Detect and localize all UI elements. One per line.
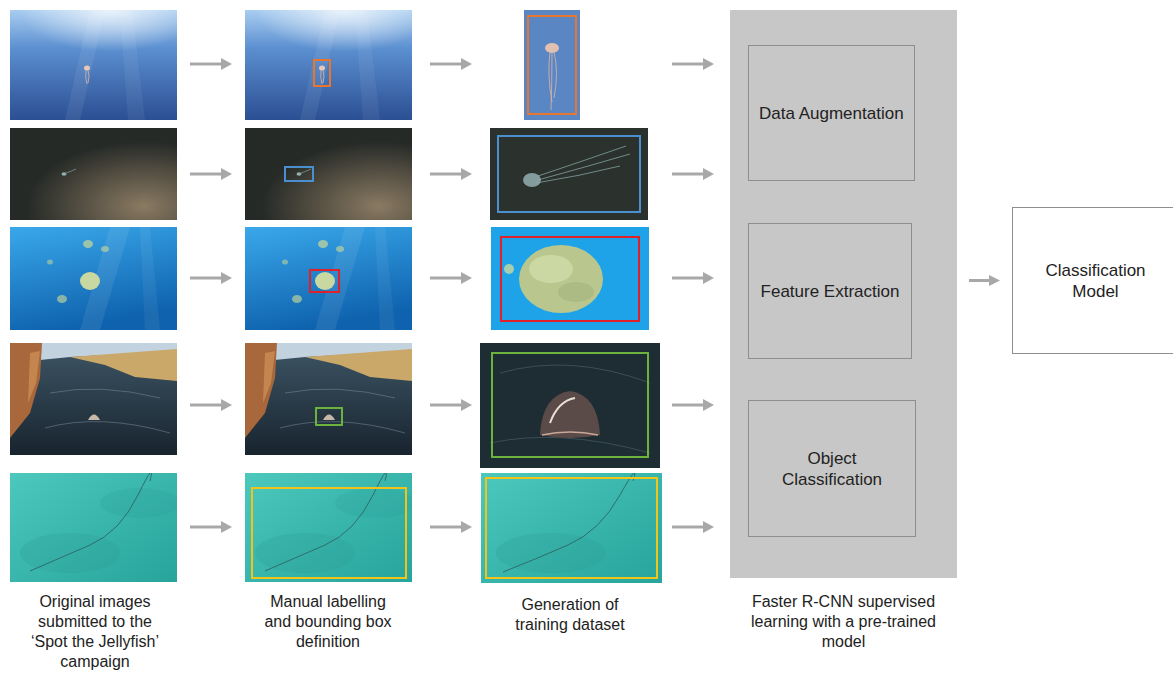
arrow-line	[430, 277, 462, 280]
arrow-line	[430, 173, 462, 176]
pipeline-band: Data AugmentationFeature ExtractionObjec…	[730, 10, 957, 578]
column-caption: Manual labelling and bounding box defini…	[258, 592, 398, 652]
arrow-line	[190, 63, 222, 66]
bounding-box	[252, 488, 406, 578]
arrow-line	[672, 526, 704, 529]
labelled-photos	[245, 0, 435, 582]
process-box: Feature Extraction	[748, 223, 912, 359]
flow-arrow	[969, 279, 991, 282]
arrow-line	[672, 277, 704, 280]
arrow-line	[430, 63, 462, 66]
arrow-head	[461, 58, 472, 70]
original-photos	[10, 0, 200, 582]
arrow-head	[221, 272, 232, 284]
crop-photo	[491, 227, 649, 330]
arrow-head	[221, 399, 232, 411]
stage-caption: Faster R-CNN supervised learning with a …	[744, 592, 944, 652]
arrow-head	[703, 399, 714, 411]
arrow-line	[190, 277, 222, 280]
arrow-head	[461, 399, 472, 411]
photo	[245, 472, 415, 582]
arrow-head	[703, 521, 714, 533]
bounding-box	[310, 270, 339, 292]
node-label: Classification Model	[1013, 260, 1173, 302]
arrow-line	[190, 526, 222, 529]
photo	[10, 343, 177, 455]
crop-photo	[524, 10, 580, 120]
arrow-head	[461, 272, 472, 284]
arrow-head	[703, 58, 714, 70]
process-box: Object Classification	[748, 400, 916, 537]
arrow-line	[430, 404, 462, 407]
arrow-line	[672, 404, 704, 407]
arrow-head	[221, 521, 232, 533]
photo	[245, 343, 412, 455]
arrow-line	[672, 63, 704, 66]
process-box: Data Augmentation	[748, 45, 915, 181]
column-caption: Generation of training dataset	[505, 595, 635, 635]
node-label: Feature Extraction	[753, 281, 908, 302]
column-caption: Original images submitted to the ‘Spot t…	[20, 592, 170, 672]
crop-photo	[481, 473, 662, 583]
arrow-line	[190, 404, 222, 407]
output-box: Classification Model	[1012, 207, 1173, 354]
photo	[10, 227, 177, 330]
arrow-head	[703, 272, 714, 284]
photo	[245, 227, 412, 330]
photo	[10, 0, 200, 120]
arrow-line	[672, 173, 704, 176]
arrow-head	[703, 168, 714, 180]
photo	[10, 472, 180, 582]
arrow-head	[461, 521, 472, 533]
photo	[245, 128, 412, 220]
arrow-line	[190, 173, 222, 176]
crop-photo	[480, 343, 660, 468]
node-label: Object Classification	[749, 448, 915, 490]
crop-photo	[490, 128, 648, 220]
arrow-head	[221, 58, 232, 70]
bounding-box	[316, 408, 342, 425]
arrow-head	[461, 168, 472, 180]
step-arrows	[190, 58, 714, 533]
arrow-head	[221, 168, 232, 180]
photo	[10, 128, 177, 220]
bounding-box	[314, 60, 330, 86]
bounding-box	[285, 167, 313, 181]
training-crops	[480, 10, 662, 583]
arrow-line	[430, 526, 462, 529]
photo	[245, 0, 435, 120]
node-label: Data Augmentation	[751, 103, 912, 124]
